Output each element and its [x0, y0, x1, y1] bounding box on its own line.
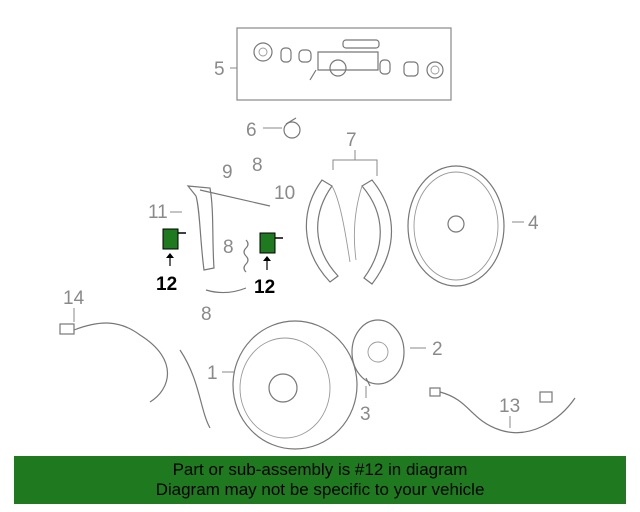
- wheel-cylinder-kit[interactable]: [236, 27, 452, 101]
- notice-line-2: Diagram may not be specific to your vehi…: [155, 480, 485, 499]
- part-12-left[interactable]: [162, 228, 186, 250]
- callout-5: 5: [214, 59, 225, 80]
- notice-line-1: Part or sub-assembly is #12 in diagram: [172, 460, 468, 479]
- parking-brake-lever[interactable]: [186, 185, 271, 271]
- callout-6: 6: [246, 120, 257, 141]
- callout-4: 4: [528, 213, 539, 234]
- return-spring[interactable]: [205, 287, 247, 294]
- notice-banner: Part or sub-assembly is #12 in diagram D…: [14, 456, 626, 504]
- callout-1: 1: [207, 363, 218, 384]
- callout-11: 11: [148, 202, 168, 223]
- wheel-stud[interactable]: [365, 377, 371, 387]
- brake-drum[interactable]: [232, 320, 358, 450]
- callout-8-mid: 8: [223, 237, 234, 258]
- callout-3: 3: [360, 404, 371, 425]
- callout-8-top: 8: [252, 155, 263, 176]
- bleeder-screw[interactable]: [283, 117, 301, 139]
- abs-sensor-left[interactable]: [59, 322, 211, 429]
- abs-sensor-right[interactable]: [429, 387, 576, 434]
- callout-2: 2: [432, 339, 443, 360]
- wheel-hub[interactable]: [351, 319, 405, 385]
- callout-8-bottom: 8: [201, 304, 212, 325]
- brake-shoe-left[interactable]: [305, 179, 351, 283]
- callout-9: 9: [222, 162, 233, 183]
- backing-plate[interactable]: [407, 165, 505, 287]
- adjuster-spring[interactable]: [243, 239, 249, 273]
- callout-7: 7: [346, 130, 357, 151]
- part-12-right[interactable]: [259, 232, 283, 254]
- callout-10: 10: [274, 183, 295, 204]
- brake-shoe-right[interactable]: [353, 179, 393, 285]
- callout-12-left: 12: [156, 274, 177, 295]
- callout-14: 14: [63, 288, 85, 309]
- callout-13: 13: [499, 396, 520, 417]
- callout-12-right: 12: [254, 277, 275, 298]
